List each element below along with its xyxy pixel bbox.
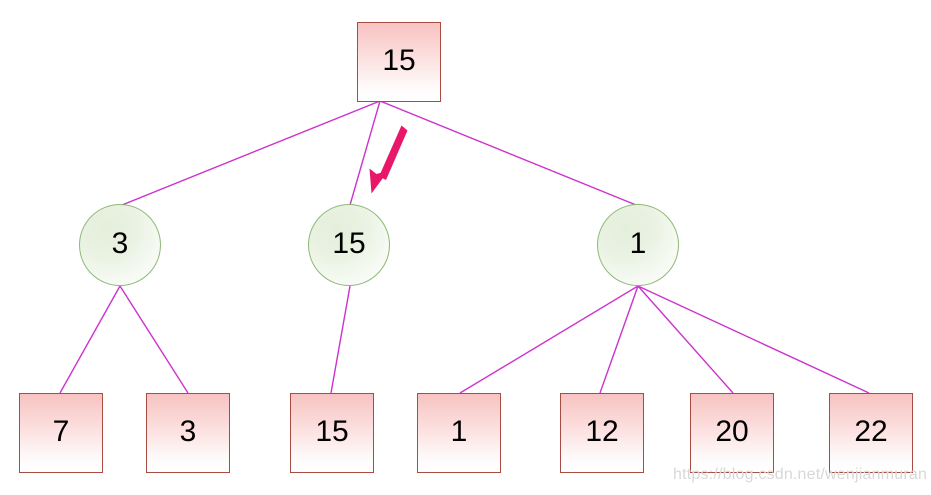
leaf-node-15[interactable]: 15: [290, 393, 374, 473]
node-root-label: 15: [382, 44, 416, 77]
node-level1-3[interactable]: 3: [79, 204, 161, 286]
leaf-node-12[interactable]: 12: [560, 393, 644, 473]
edge-root-to-node-15: [349, 100, 381, 206]
node-level1-15-label: 15: [332, 227, 366, 260]
edge-root-to-node-3: [121, 100, 381, 206]
edge-node3-to-leaf-7: [59, 285, 121, 394]
leaf-node-20[interactable]: 20: [690, 393, 774, 473]
leaf-node-7-label: 7: [52, 415, 70, 448]
leaf-node-22[interactable]: 22: [829, 393, 913, 473]
leaf-node-20-label: 20: [715, 415, 749, 448]
leaf-node-22-label: 22: [854, 415, 888, 448]
leaf-node-3[interactable]: 3: [146, 393, 230, 473]
leaf-node-1[interactable]: 1: [417, 393, 501, 473]
edge-node1-to-leaf-1: [459, 285, 639, 394]
node-root[interactable]: 15: [357, 22, 441, 102]
edge-node1-to-leaf-12: [599, 285, 639, 394]
edge-node1-to-leaf-22: [637, 285, 870, 394]
node-level1-15[interactable]: 15: [308, 204, 390, 286]
node-level1-3-label: 3: [111, 227, 129, 260]
leaf-node-7[interactable]: 7: [19, 393, 103, 473]
leaf-node-15-label: 15: [315, 415, 349, 448]
leaf-node-1-label: 1: [450, 415, 468, 448]
edge-root-to-node-1: [379, 100, 637, 206]
node-level1-1-label: 1: [629, 227, 647, 260]
edge-node3-to-leaf-3: [119, 285, 189, 394]
leaf-node-3-label: 3: [179, 415, 197, 448]
node-level1-1[interactable]: 1: [597, 204, 679, 286]
watermark-text: https://blog.csdn.net/wenjianmuran: [673, 466, 928, 483]
edge-node15-to-leaf-15: [330, 285, 351, 394]
edge-node1-to-leaf-20: [637, 285, 734, 394]
leaf-node-12-label: 12: [585, 415, 619, 448]
